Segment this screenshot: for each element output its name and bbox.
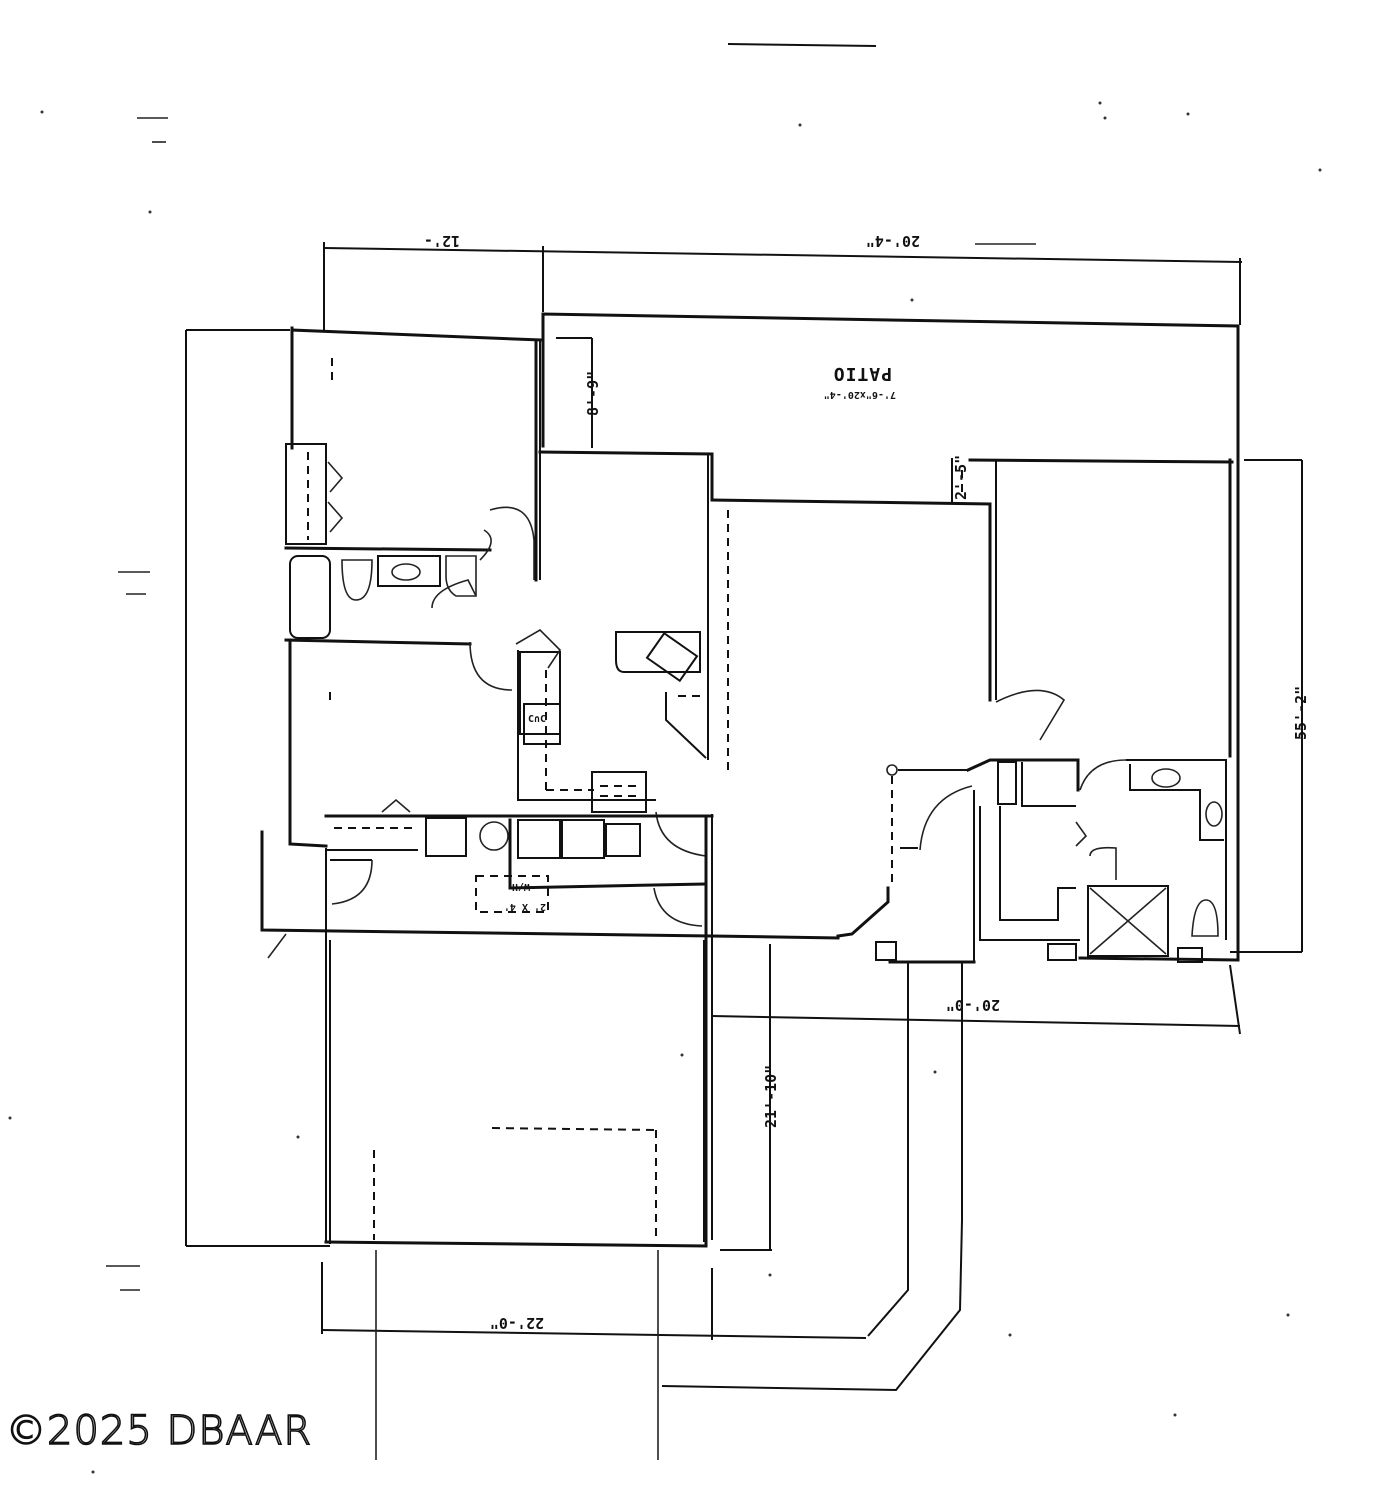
garage-depth-dimension-line bbox=[720, 944, 772, 1251]
dim-patio-notch: 2'-5" bbox=[952, 455, 970, 500]
dim-top-left: 12'- bbox=[424, 232, 460, 250]
patio-size: 7'-6"x20'-4" bbox=[824, 389, 896, 400]
kitchen-walls: C∩C bbox=[515, 450, 992, 857]
great-room-walls bbox=[951, 458, 1234, 758]
room-labels: PATIO 7'-6"x20'-4" bbox=[824, 363, 896, 400]
garage bbox=[324, 940, 708, 1460]
water-heater: W/H 2' X 4' bbox=[475, 818, 706, 913]
water-heater-size: 2' X 4' bbox=[504, 901, 546, 912]
dim-garage-width: 22'-0" bbox=[490, 1314, 544, 1332]
foyer bbox=[836, 764, 976, 964]
left-dimension-line bbox=[185, 329, 330, 1247]
dim-lower-right-width: 20'-0" bbox=[946, 996, 1000, 1014]
lower-right-dimension-line bbox=[711, 964, 1241, 1035]
scan-artifacts bbox=[8, 43, 1322, 1474]
closet-left bbox=[284, 443, 492, 552]
walkway bbox=[661, 962, 963, 1392]
hall-bath bbox=[284, 506, 535, 646]
copyright-watermark: ©2025 DBAAR bbox=[5, 1407, 313, 1455]
garage-width-dimension-line bbox=[321, 1262, 867, 1340]
patio-label: PATIO bbox=[833, 363, 892, 384]
laundry bbox=[288, 798, 714, 859]
range-burners: C∩C bbox=[528, 714, 546, 725]
right-dimension-line bbox=[1230, 459, 1303, 953]
water-heater-label: W/H bbox=[512, 881, 530, 892]
bedroom-upper-left-walls bbox=[290, 326, 542, 582]
dim-top-right: 20'-4" bbox=[866, 232, 920, 250]
dim-right-depth: 55'-2" bbox=[1292, 686, 1310, 740]
dimension-labels: 12'- 20'-4" 8'-9" 2'-5" 55'-2" 20'-0" 21… bbox=[424, 232, 1310, 1332]
dim-garage-depth: 21'-10" bbox=[762, 1065, 780, 1128]
patio-outline bbox=[541, 312, 1240, 962]
top-dimension-lines bbox=[323, 242, 1243, 330]
dim-patio-depth: 8'-9" bbox=[584, 371, 602, 416]
bedroom-lower-left-walls bbox=[288, 638, 513, 844]
side-entry bbox=[260, 830, 712, 1242]
master-bath bbox=[966, 689, 1238, 963]
center-walls bbox=[704, 814, 840, 1246]
